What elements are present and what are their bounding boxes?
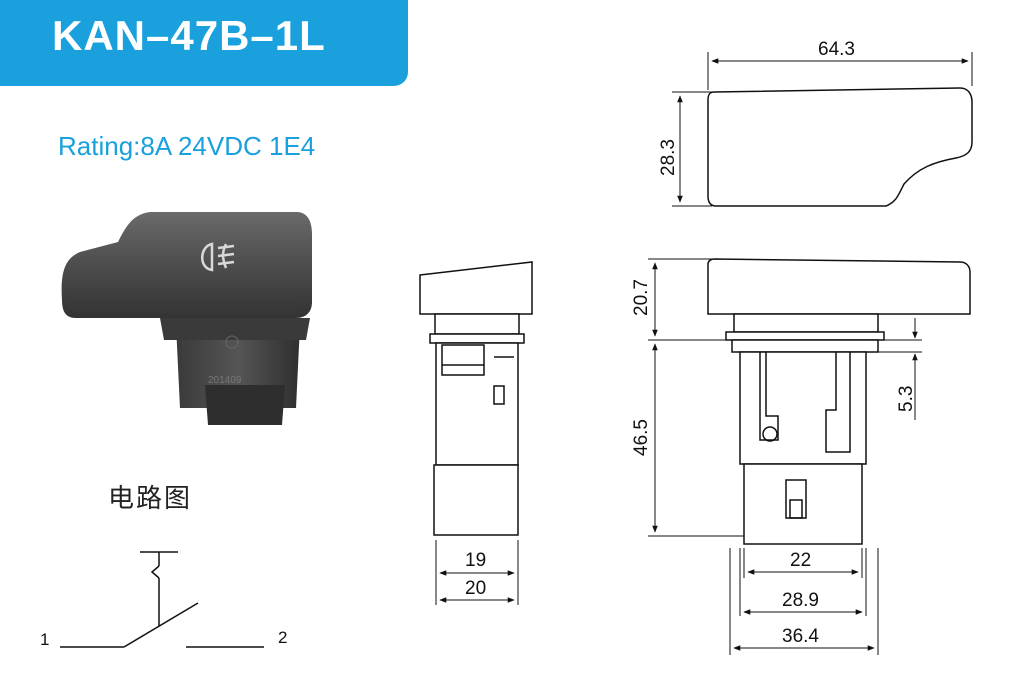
title-banner: KAN–47B–1L [0, 0, 408, 86]
dim-top-width: 64.3 [818, 39, 855, 60]
side-view-dimensions [435, 540, 519, 605]
dim-front-clip: 5.3 [896, 386, 917, 412]
dim-front-cap-height: 20.7 [631, 279, 652, 316]
top-view [707, 87, 973, 207]
pin-1-label: 1 [40, 630, 49, 649]
circuit-diagram [60, 551, 264, 648]
pin-2-label: 2 [278, 628, 287, 647]
model-title: KAN–47B–1L [52, 12, 326, 59]
dim-top-height: 28.3 [658, 139, 679, 176]
rating-text: Rating:8A 24VDC 1E4 [58, 131, 316, 161]
photo-date-code: 201409 [208, 375, 242, 386]
front-view [707, 258, 971, 545]
dim-side-width-inner: 19 [465, 550, 486, 571]
switch-photo: 201409 [61, 212, 312, 425]
top-view-dimensions [672, 52, 973, 207]
side-view [419, 261, 533, 536]
circuit-diagram-title: 电路图 [108, 484, 193, 514]
dim-front-w3: 36.4 [782, 626, 819, 647]
dim-front-w1: 22 [790, 550, 811, 571]
dim-side-width-outer: 20 [465, 578, 486, 599]
dim-front-w2: 28.9 [782, 590, 819, 611]
dim-front-body-height: 46.5 [631, 419, 652, 456]
front-view-dimensions [648, 258, 922, 655]
fog-light-icon [201, 242, 235, 272]
